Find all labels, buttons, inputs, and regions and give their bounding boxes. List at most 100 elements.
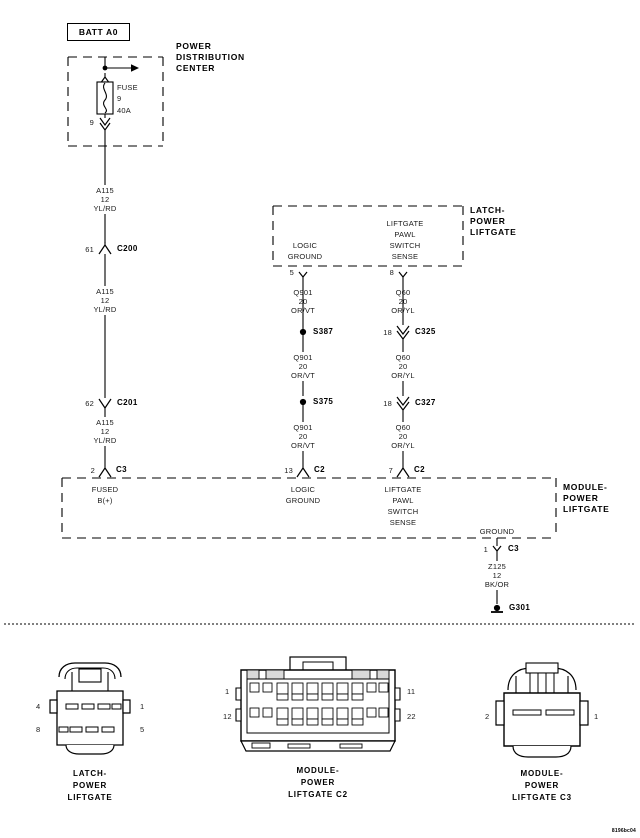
module-pin2-number: 2 [90, 466, 95, 475]
wire-a115-2-gauge: 12 [100, 296, 110, 305]
wire-q60-3-gauge: 20 [398, 432, 408, 441]
wire-q60-3-color: OR/YL [391, 441, 415, 450]
module-c2-connector-caption-line3: LIFTGATE C2 [288, 790, 348, 799]
wire-q901-3-circuit: Q901 [293, 423, 313, 432]
fuse-number: 9 [117, 94, 122, 103]
module-pin13-caret [296, 466, 310, 478]
latch-power-liftgate-outline [272, 205, 464, 267]
connector-c327-name[interactable]: C327 [415, 398, 436, 407]
wire-q60-2-gauge: 20 [398, 362, 408, 371]
splice-s387-dot [299, 328, 307, 336]
wire-q901-2-gauge: 20 [298, 362, 308, 371]
wire-a115-1-color: YL/RD [93, 204, 117, 213]
latch-pin8-function-line4: SENSE [391, 252, 419, 261]
module-pin7-connector[interactable]: C2 [414, 465, 426, 474]
connector-c200-chevron [98, 243, 112, 255]
latch-pin8-function-line2: PAWL [394, 230, 416, 239]
module-pin2-connector[interactable]: C3 [116, 465, 128, 474]
fuse-bottom-chevron-a [99, 117, 111, 127]
module-c3-connector-pin-left: 2 [485, 712, 490, 721]
module-power-liftgate-label-line2: POWER [563, 493, 599, 503]
latch-connector-caption-line2: POWER [72, 781, 108, 790]
latch-power-liftgate-label-line2: POWER [470, 216, 506, 226]
wire-z125-gauge: 12 [492, 571, 502, 580]
wire-a115-3-color: YL/RD [93, 436, 117, 445]
splice-s375-dot [299, 398, 307, 406]
module-pin7-function-line3: SWITCH [387, 507, 419, 516]
latch-connector-pin-top-right: 1 [140, 702, 145, 711]
wire-q60-1-gauge: 20 [398, 297, 408, 306]
connector-view-module-power-liftgate-c2 [235, 656, 401, 752]
latch-pin5-number: 5 [289, 268, 294, 277]
splice-s387-name[interactable]: S387 [313, 327, 334, 336]
wire-q901-1-gauge: 20 [298, 297, 308, 306]
module-pin13-connector[interactable]: C2 [314, 465, 326, 474]
module-pin2-caret [98, 466, 112, 478]
wire-q60-3-circuit: Q60 [395, 423, 411, 432]
wire-z125-color: BK/OR [484, 580, 510, 589]
latch-pin5-symbol-right [302, 271, 308, 278]
wire-q60-1-circuit: Q60 [395, 288, 411, 297]
module-pin1c3-symbol-left [492, 545, 498, 552]
module-c2-connector-pin-bottom-left: 12 [223, 712, 232, 721]
wire-a115-1-gauge: 12 [100, 195, 110, 204]
wire-q901-1-color: OR/VT [291, 306, 315, 315]
module-pin7-number: 7 [388, 466, 393, 475]
wire-q60-2-circuit: Q60 [395, 353, 411, 362]
connector-c325-name[interactable]: C325 [415, 327, 436, 336]
latch-pin8-number: 8 [389, 268, 394, 277]
pdc-feed-arrow-head [131, 64, 139, 72]
battery-feed-box: BATT A0 [67, 23, 130, 41]
fuse-rating: 40A [117, 106, 131, 115]
latch-power-liftgate-label-line3: LIFTGATE [470, 227, 517, 237]
connector-view-module-power-liftgate-c3 [495, 662, 589, 758]
wire-a115-3-circuit: A115 [96, 418, 114, 427]
latch-connector-caption-line1: LATCH- [73, 769, 107, 778]
latch-pin8-function-line3: SWITCH [389, 241, 421, 250]
module-c2-connector-caption-line2: POWER [300, 778, 336, 787]
fuse-element-squiggle [103, 82, 107, 114]
latch-connector-pin-top-left: 4 [36, 702, 41, 711]
module-pin1-number: 1 [483, 545, 488, 554]
latch-connector-pin-bottom-left: 8 [36, 725, 41, 734]
module-pin13-number: 13 [284, 466, 293, 475]
module-c2-connector-caption-line1: MODULE- [296, 766, 340, 775]
module-c3-connector-pin-right: 1 [594, 712, 599, 721]
ground-g301-name[interactable]: G301 [509, 603, 531, 612]
latch-pin8-symbol-left [398, 271, 404, 278]
module-pin2-function-line1: FUSED [91, 485, 119, 494]
power-distribution-center-label-line1: POWER [176, 41, 212, 51]
wire-q901-1-circuit: Q901 [293, 288, 313, 297]
connector-c325-cavity: 18 [383, 328, 392, 337]
fuse-cavity-number: 9 [89, 118, 94, 127]
diagram-reference-code: 8196bc04 [611, 828, 636, 834]
module-c2-connector-pin-top-left: 1 [225, 687, 230, 696]
module-power-liftgate-label-line3: LIFTGATE [563, 504, 610, 514]
latch-pin8-symbol-right [402, 271, 408, 278]
module-power-liftgate-outline [61, 477, 557, 539]
module-pin13-function-line2: GROUND [285, 496, 321, 505]
connector-c200-name[interactable]: C200 [117, 244, 138, 253]
latch-connector-pin-bottom-right: 5 [140, 725, 145, 734]
module-c3-connector-caption-line3: LIFTGATE C3 [512, 793, 572, 802]
connector-c201-chevron [98, 398, 112, 410]
module-c3-connector-caption-line1: MODULE- [520, 769, 564, 778]
connector-c327-chevron-a [396, 396, 410, 406]
module-pin1c3-symbol-right [496, 545, 502, 552]
power-distribution-center-label-line3: CENTER [176, 63, 216, 73]
connector-c201-name[interactable]: C201 [117, 398, 138, 407]
fuse-body [96, 81, 114, 115]
latch-power-liftgate-label-line1: LATCH- [470, 205, 506, 215]
splice-s375-name[interactable]: S375 [313, 397, 334, 406]
power-distribution-center-label-line2: DISTRIBUTION [176, 52, 245, 62]
module-c2-connector-pin-bottom-right: 22 [407, 712, 416, 721]
module-c2-connector-pin-top-right: 11 [407, 687, 416, 696]
latch-connector-caption-line3: LIFTGATE [67, 793, 113, 802]
module-pin2-function-line2: B(+) [97, 496, 113, 505]
module-pin1-connector[interactable]: C3 [508, 544, 520, 553]
latch-pin5-function-line1: LOGIC [292, 241, 318, 250]
connector-c327-cavity: 18 [383, 399, 392, 408]
wire-a115-3-gauge: 12 [100, 427, 110, 436]
